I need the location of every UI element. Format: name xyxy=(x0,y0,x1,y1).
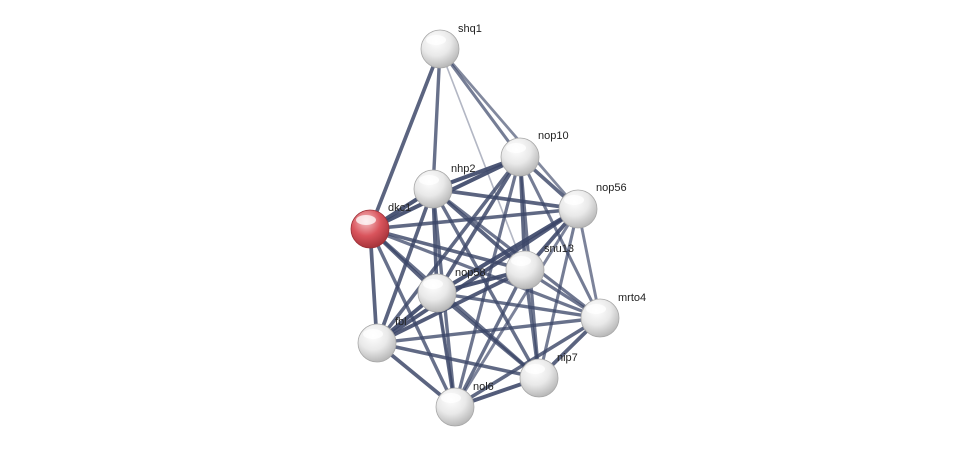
edge-shq1-nhp2 xyxy=(431,47,442,191)
node-label-dkc1: dkc1 xyxy=(388,202,411,214)
nodes-layer xyxy=(350,29,620,427)
node-highlight-mrto4 xyxy=(586,304,606,314)
node-highlight-nop58 xyxy=(423,279,443,289)
node-label-snu13: snu13 xyxy=(544,243,574,255)
node-highlight-snu13 xyxy=(511,256,531,266)
edge-nop10-nop58 xyxy=(435,155,522,295)
node-highlight-nhp2 xyxy=(419,175,439,185)
edge-nop10-fbl xyxy=(375,155,522,345)
edge-nhp2-nop56 xyxy=(431,187,580,211)
node-highlight-nop56 xyxy=(564,195,584,205)
node-label-nop56: nop56 xyxy=(596,182,627,194)
edge-shq1-dkc1 xyxy=(368,47,442,231)
node-highlight-fbl xyxy=(363,329,383,339)
node-highlight-nop10 xyxy=(506,143,526,153)
edge-nop56-nol6 xyxy=(453,207,580,409)
edge-dkc1-mrto4 xyxy=(368,227,602,320)
edge-nop58-mrto4 xyxy=(435,291,602,320)
node-highlight-shq1 xyxy=(426,35,446,45)
node-highlight-dkc1 xyxy=(356,215,376,225)
node-label-nip7: nip7 xyxy=(557,352,578,364)
node-label-nol6: nol6 xyxy=(473,381,494,393)
edge-shq1-nop56 xyxy=(438,47,580,211)
node-label-mrto4: mrto4 xyxy=(618,292,646,304)
edge-nhp2-fbl xyxy=(375,187,435,345)
node-label-shq1: shq1 xyxy=(458,23,482,35)
edge-fbl-nip7 xyxy=(375,341,541,380)
edge-shq1-snu13 xyxy=(439,48,526,271)
node-label-nop58: nop58 xyxy=(455,267,486,279)
node-highlight-nip7 xyxy=(525,364,545,374)
node-highlight-nol6 xyxy=(441,393,461,403)
node-label-fbl: fbl xyxy=(395,316,407,328)
edge-shq1-nop10 xyxy=(438,47,522,159)
edge-nop10-nol6 xyxy=(453,155,522,409)
edge-fbl-mrto4 xyxy=(375,316,602,345)
node-label-nop10: nop10 xyxy=(538,130,569,142)
labels-layer: shq1 nop10 nhp2 nop56 dkc1 snu13 nop58 mrto4 fbl… xyxy=(388,23,646,393)
node-label-nhp2: nhp2 xyxy=(451,163,475,175)
edge-nop56-fbl xyxy=(375,207,580,345)
